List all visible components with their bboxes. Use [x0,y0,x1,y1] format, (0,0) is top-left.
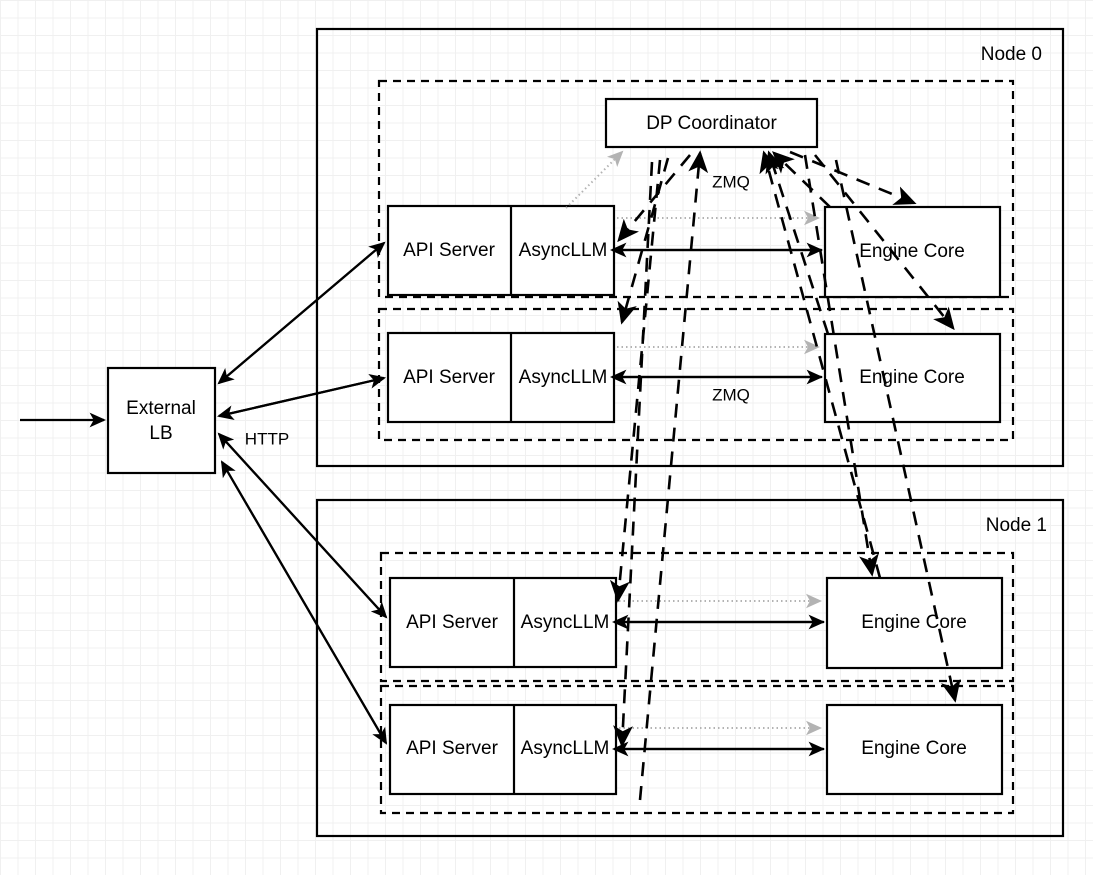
node1-group0-engine-to-coordinator [759,150,882,579]
node-0-group-0-frame [377,79,1015,299]
node-0-label: Node 0 [981,44,1042,65]
node-0-group-1-frame [377,307,1015,442]
node-1-group-1-api-server-label: API Server [406,738,499,759]
node-0-group-0-async-llm-label: AsyncLLM [519,240,608,261]
coordinator-to-node0-group1-engine [813,154,955,331]
node-0-group-1-api-server-label: API Server [403,367,496,388]
coordinator-to-node1-group0-asyncllm [609,159,662,603]
dp-coordinator-box[interactable] [604,97,819,149]
node-1-group-0-engine-core-box[interactable] [825,576,1004,670]
node-0-group-1-link-label: ZMQ [712,385,750,404]
node1-group0-to-lb-arrow [217,432,387,618]
node-1-group-0-api-server-label: API Server [406,612,499,633]
node-0-group-0-engine-core-box[interactable] [823,205,1002,299]
node0-group1-to-lb-arrow [216,376,385,420]
node-1-label: Node 1 [986,515,1047,536]
node-0-group-1-api-server-box[interactable] [386,331,616,424]
coordinator-to-node0-group0-asyncllm [617,154,691,243]
node-1-frame [315,498,1065,838]
dp-coordinator-label: DP Coordinator [646,113,777,134]
node-1-group-1-frame [379,684,1015,815]
node-1-group-0-async-llm-label: AsyncLLM [521,612,610,633]
node0-group0-engine-to-coordinator [772,151,831,208]
node1-group1-engine-to-coordinator [638,150,709,801]
node1-group1-to-lb-arrow [220,460,387,744]
coordinator-to-node1-group1-engine [834,159,961,703]
node-0-group-0-engine-core-label: Engine Core [859,241,965,262]
node0-group1-engine-to-coordinator [765,150,830,335]
node-1-group-0-api-server-box[interactable] [388,576,618,669]
http-link-label: HTTP [245,429,289,448]
node-0-group-1-engine-core-box[interactable] [823,332,1002,424]
coordinator-to-node0-group0-engine [789,150,917,205]
coordinator-to-node0-group1-asyncllm [617,157,670,325]
node-1-group-1-engine-core-box[interactable] [825,703,1004,796]
external-lb-label-line1: External [126,398,196,419]
node-0-group-0-api-server-label: API Server [403,240,496,261]
node0-group0-to-lb-arrow [217,242,385,385]
external-lb-label-line2: LB [149,423,172,444]
external-lb-box[interactable] [106,366,217,475]
node-0-frame [315,27,1065,468]
node-0-group-1-engine-core-label: Engine Core [859,367,965,388]
node-1-group-1-engine-core-label: Engine Core [861,738,967,759]
node-1-group-0-engine-core-label: Engine Core [861,612,967,633]
coordinator-to-node1-group1-asyncllm [613,161,654,748]
node-1-group-1-async-llm-label: AsyncLLM [521,738,610,759]
node-0-group-0-link-label: ZMQ [712,172,750,191]
asyncllm-to-coordinator-dotted [565,150,624,209]
node-0-group-1-async-llm-label: AsyncLLM [519,367,608,388]
